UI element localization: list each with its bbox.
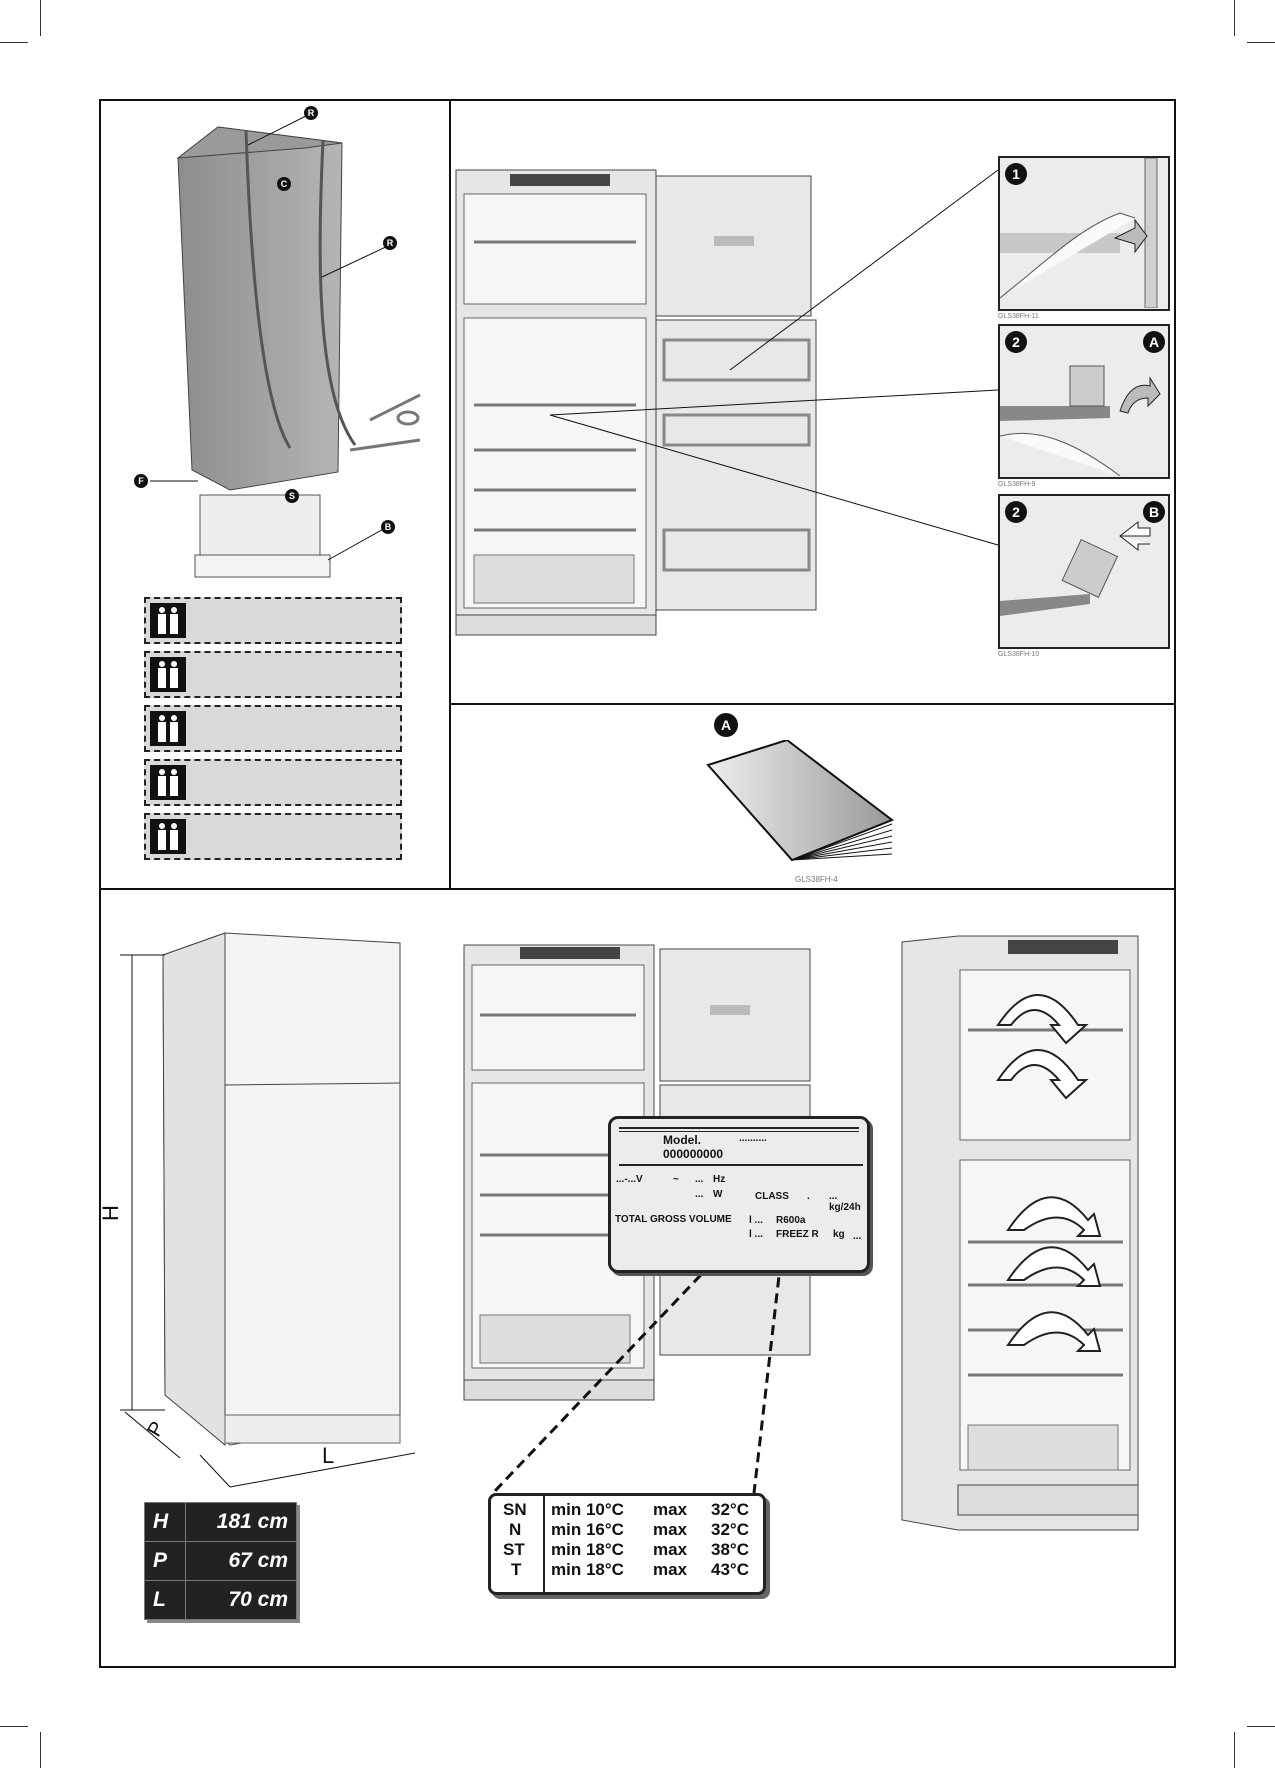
- max-temp: 38°C: [711, 1540, 749, 1559]
- crop-mark: [40, 0, 41, 36]
- max-temp: 32°C: [711, 1500, 749, 1519]
- total-gross-volume: TOTAL GROSS VOLUME: [615, 1214, 732, 1225]
- max-temp: 32°C: [711, 1520, 749, 1539]
- two-person-lift-icon: [150, 819, 186, 854]
- climate-class: N: [509, 1520, 522, 1539]
- freezer-volume: l ...: [749, 1229, 763, 1240]
- model-label: Model.: [663, 1133, 701, 1147]
- label-badge-r: R: [304, 106, 318, 120]
- kg-label: kg: [833, 1229, 845, 1240]
- freezer-label: FREEZ R: [776, 1229, 819, 1240]
- warning-box: [144, 705, 402, 752]
- instruction-booklet-illustration: [706, 740, 895, 862]
- step-caption: GLS38FH-10: [998, 651, 1040, 658]
- dimension-value: 67 cm: [184, 1541, 298, 1581]
- fridge-dimensions-illustration: [120, 932, 416, 1488]
- two-person-lift-icon: [150, 657, 186, 692]
- warning-box: [144, 759, 402, 806]
- volume-value: l ...: [749, 1215, 763, 1226]
- min-temp: min 10°C: [551, 1500, 624, 1519]
- warning-box: [144, 651, 402, 698]
- min-temp: min 16°C: [551, 1520, 624, 1539]
- warning-box: [144, 597, 402, 644]
- voltage: ...-...V: [616, 1174, 643, 1185]
- label-badge-r: R: [383, 236, 397, 250]
- dimension-value: 181 cm: [184, 1502, 298, 1542]
- max-label: max: [653, 1520, 688, 1539]
- hz-dots: ...: [695, 1174, 704, 1185]
- two-person-lift-icon: [150, 765, 186, 800]
- class-label: CLASS: [755, 1191, 789, 1202]
- max-label: max: [653, 1500, 688, 1519]
- climate-class: ST: [503, 1540, 525, 1559]
- divider: [99, 888, 1176, 890]
- divider: [449, 99, 451, 889]
- manual-caption: GLS38FH-4: [795, 875, 838, 884]
- crop-mark: [0, 1726, 28, 1727]
- dimension-key: L: [144, 1580, 186, 1620]
- dimension-key: H: [144, 1502, 186, 1542]
- label-badge-b: B: [381, 520, 395, 534]
- step-number-badge: 2: [1005, 331, 1027, 353]
- manual-badge: A: [714, 713, 738, 737]
- label-badge-c: C: [277, 177, 291, 191]
- crop-mark: [1247, 42, 1275, 43]
- table-row: SN min 10°C max 32°C: [491, 1500, 763, 1520]
- step-caption: GLS38FH-11: [998, 313, 1039, 320]
- step-letter-badge: A: [1143, 331, 1165, 353]
- step-letter-badge: B: [1143, 501, 1165, 523]
- step-panel-2b: 2 B: [998, 494, 1170, 649]
- max-label: max: [653, 1540, 688, 1559]
- class-value: .: [807, 1191, 810, 1202]
- tilde: ~: [673, 1174, 679, 1185]
- kg24h: ... kg/24h: [829, 1191, 861, 1213]
- two-person-lift-icon: [150, 711, 186, 746]
- step-caption: GLS38FH-9: [998, 481, 1036, 488]
- warning-box: [144, 813, 402, 860]
- w-dots: ...: [695, 1189, 704, 1200]
- rating-plate: Model. .......... 000000000 ...-...V ~ .…: [608, 1116, 870, 1273]
- step-panel-1: 1: [998, 156, 1170, 311]
- divider: [449, 703, 1176, 705]
- packaging-illustration: [150, 113, 421, 578]
- dimension-value: 70 cm: [184, 1580, 298, 1620]
- dimension-key: P: [144, 1541, 186, 1581]
- table-row: ST min 18°C max 38°C: [491, 1540, 763, 1560]
- label-badge-f: F: [134, 474, 148, 488]
- refrigerant: R600a: [776, 1215, 806, 1226]
- model-number: 000000000: [663, 1147, 724, 1161]
- step-panel-2a: 2 A: [998, 324, 1170, 479]
- shelf-adjustment-illustration: [901, 935, 1139, 1531]
- crop-mark: [40, 1732, 41, 1768]
- open-fridge-illustration: [455, 169, 999, 636]
- climate-class: T: [511, 1560, 522, 1579]
- kg-dots: ...: [853, 1231, 862, 1242]
- min-temp: min 18°C: [551, 1560, 624, 1579]
- min-temp: min 18°C: [551, 1540, 624, 1559]
- step-number-badge: 1: [1005, 163, 1027, 185]
- crop-mark: [1234, 0, 1235, 36]
- hz-label: Hz: [713, 1174, 726, 1185]
- page-frame: [99, 99, 1176, 1668]
- model-dots: ..........: [739, 1133, 767, 1144]
- crop-mark: [0, 42, 28, 43]
- two-person-lift-icon: [150, 603, 186, 638]
- max-label: max: [653, 1560, 688, 1579]
- crop-mark: [1234, 1732, 1235, 1768]
- label-badge-s: S: [285, 489, 299, 503]
- max-temp: 43°C: [711, 1560, 749, 1579]
- step-number-badge: 2: [1005, 501, 1027, 523]
- climate-class: SN: [503, 1500, 527, 1519]
- w-label: W: [713, 1189, 723, 1200]
- height-label: H: [97, 1205, 123, 1221]
- width-label: L: [322, 1443, 335, 1468]
- crop-mark: [1247, 1726, 1275, 1727]
